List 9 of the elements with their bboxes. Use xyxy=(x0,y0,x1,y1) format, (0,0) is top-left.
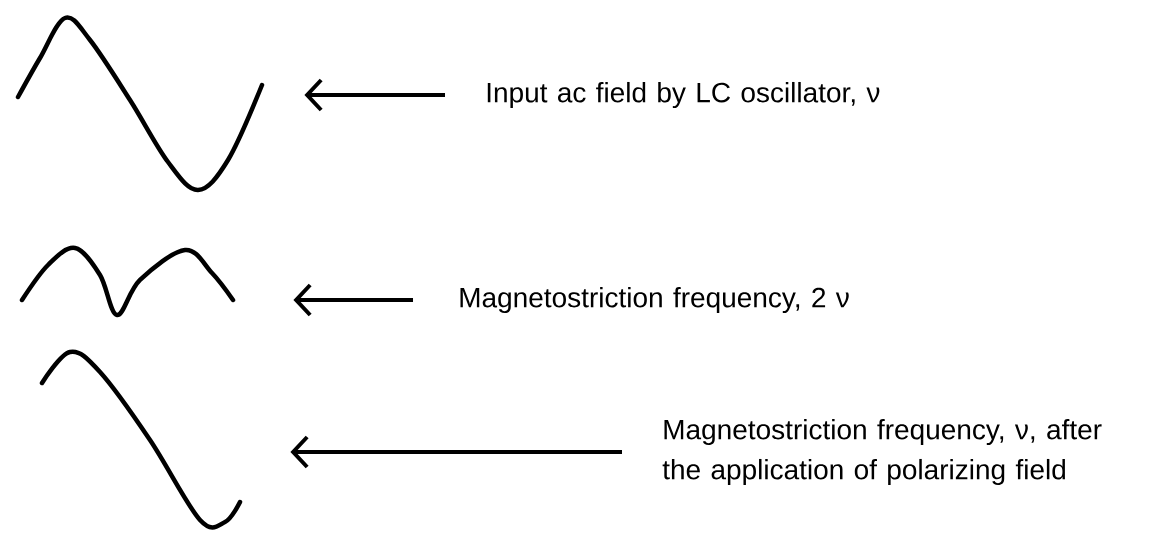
waveform-drawing xyxy=(15,15,265,193)
arrow xyxy=(293,283,413,317)
caption-text: Magnetostriction frequency, ν, after the application of polarizing field xyxy=(662,418,1102,486)
caption-text: Input ac field by LC oscillator, ν xyxy=(487,81,880,109)
arrow xyxy=(290,435,622,469)
arrow xyxy=(304,78,445,112)
waveform-drawing xyxy=(19,245,236,318)
waveform-drawing xyxy=(39,349,243,530)
caption-text: Magnetostriction frequency, 2 ν xyxy=(460,286,849,314)
